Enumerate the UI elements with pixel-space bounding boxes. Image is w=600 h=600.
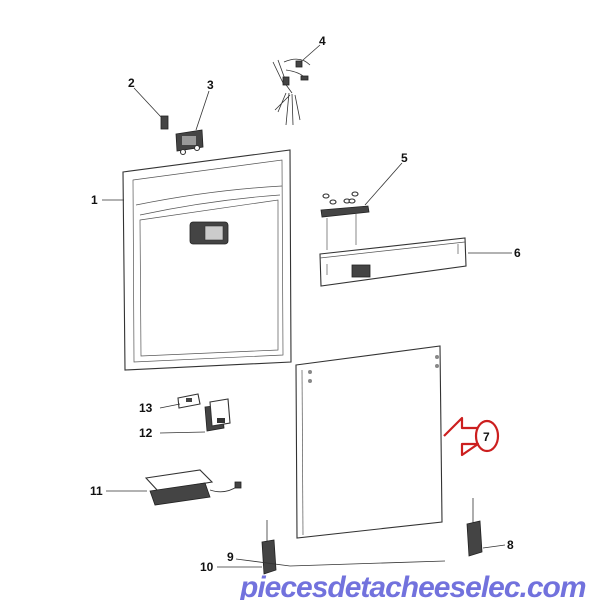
part-7-highlight xyxy=(443,416,500,457)
callout-2: 2 xyxy=(128,76,135,90)
part-4-wiring-harness xyxy=(272,58,311,126)
part-9-rod xyxy=(289,560,446,567)
callout-8: 8 xyxy=(507,538,514,552)
part-6-control-panel xyxy=(319,237,467,287)
leader-lines xyxy=(102,44,512,568)
highlight-circle xyxy=(474,419,500,453)
callout-3: 3 xyxy=(207,78,214,92)
part-5-button-strip xyxy=(320,191,370,250)
part-7-outer-door-panel xyxy=(295,345,443,539)
watermark: piecesdetacheeselec.com xyxy=(239,571,586,600)
callout-9: 9 xyxy=(227,550,234,564)
callout-11: 11 xyxy=(90,484,103,498)
part-13-connector xyxy=(177,393,201,409)
callout-6: 6 xyxy=(514,246,521,260)
callout-13: 13 xyxy=(139,401,153,415)
part-1-inner-door xyxy=(122,149,292,371)
part-3-door-lock xyxy=(175,129,204,156)
part-11-electronic-board xyxy=(144,469,242,506)
callout-4: 4 xyxy=(319,34,326,48)
callout-12: 12 xyxy=(139,426,153,440)
callout-10: 10 xyxy=(200,560,214,574)
part-10-hinge xyxy=(261,520,277,575)
part-2-clip xyxy=(160,115,169,130)
callout-5: 5 xyxy=(401,151,408,165)
callout-1: 1 xyxy=(91,193,98,207)
callout-7: 7 xyxy=(483,430,490,444)
part-8-hinge xyxy=(466,498,483,557)
part-12-module xyxy=(204,398,231,432)
